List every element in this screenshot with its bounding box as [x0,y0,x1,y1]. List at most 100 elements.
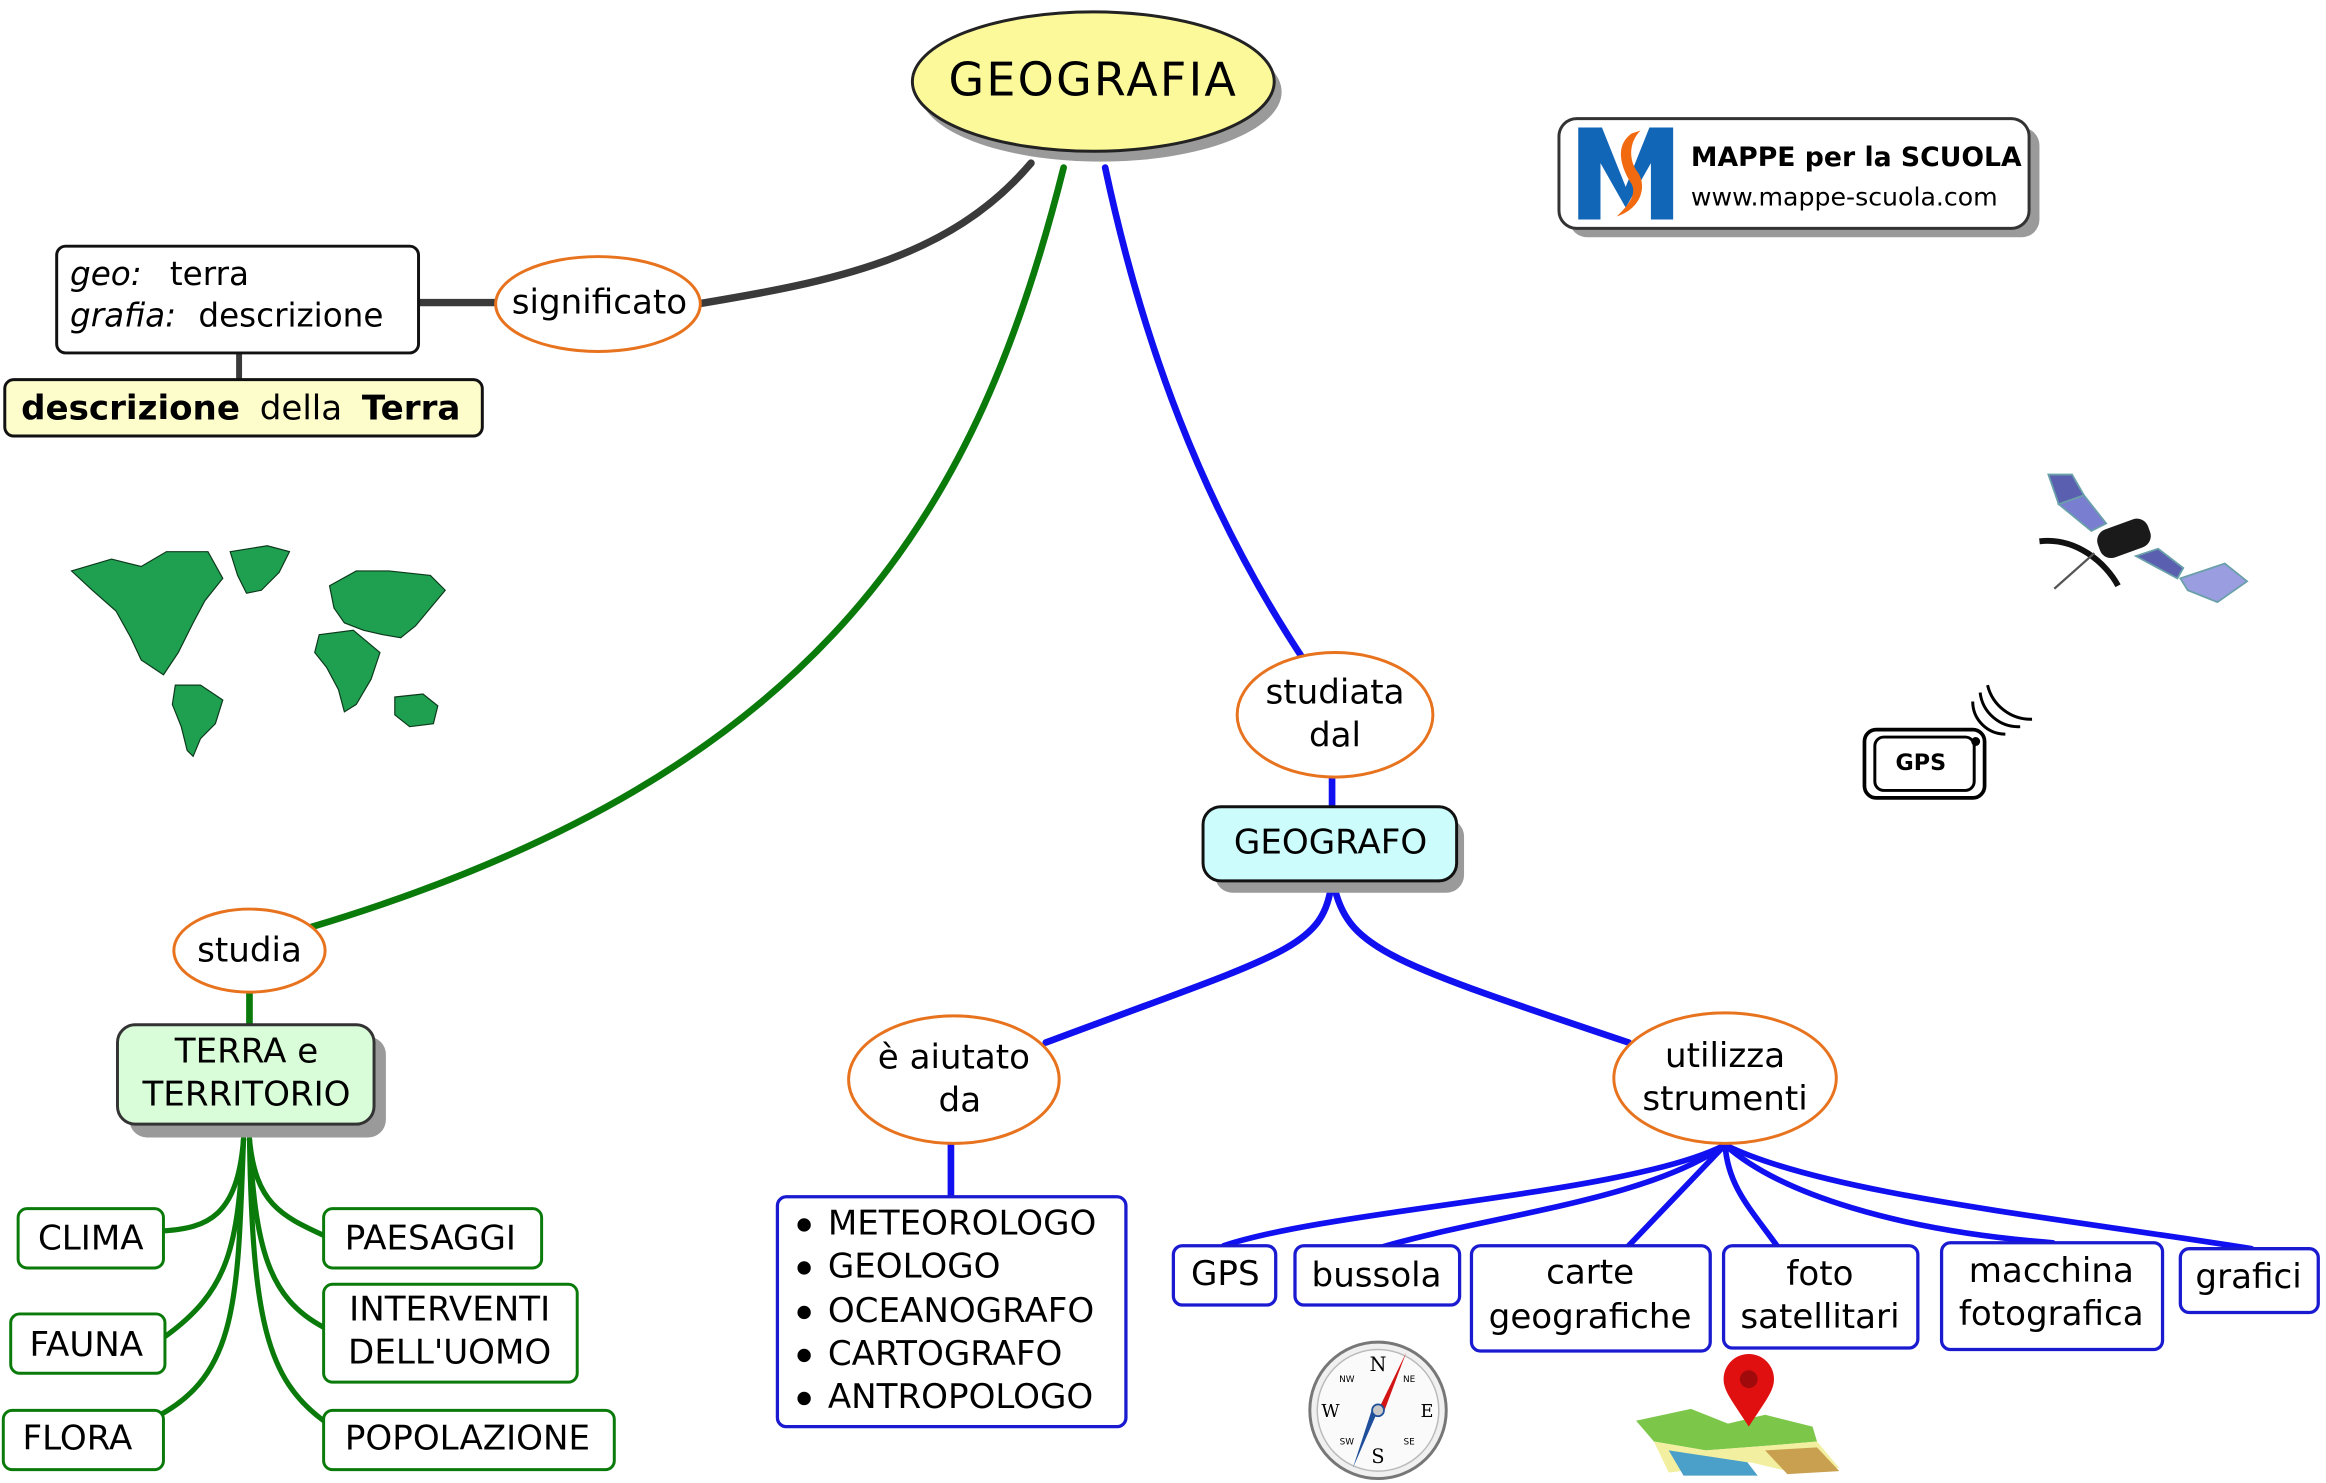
tool-grafici[interactable]: grafici [2178,1247,2320,1315]
gps-device-label: GPS [1896,750,1947,776]
child-paesaggi[interactable]: PAESAGGI [322,1207,544,1270]
definition-value-geo: terra [170,255,249,293]
link-utilizza-strumenti[interactable]: utilizza strumenti [1612,1011,1838,1145]
logo-badge[interactable]: MAPPE per la SCUOLA www.mappe-scuola.com [1557,117,2040,238]
connector-terra-flora [146,1136,247,1424]
result-bold-terra: Terra [362,388,461,428]
tool-carte-line1: carte [1546,1252,1634,1292]
node-geografo[interactable]: GEOGRAFO [1201,805,1465,893]
compass-n: N [1370,1353,1387,1376]
child-popolazione[interactable]: POPOLAZIONE [322,1408,616,1472]
link-studiata-line1: studiata [1266,673,1405,713]
connector-tools-grafici [1722,1142,2255,1252]
helper-item-label: METEOROLOGO [828,1203,1097,1243]
link-significato-label: significato [512,283,687,323]
compass-w: W [1321,1401,1340,1422]
compass-se: SE [1404,1437,1416,1447]
root-label: GEOGRAFIA [949,53,1238,107]
helpers-list[interactable]: METEOROLOGO GEOLOGO OCEANOGRAFO CARTOGRA… [775,1195,1128,1429]
result-normal-della: della [260,388,342,428]
compass-nw: NW [1339,1375,1355,1385]
helper-item: METEOROLOGO [797,1203,1096,1243]
child-clima[interactable]: CLIMA [16,1207,165,1270]
child-fauna-label: FAUNA [30,1325,144,1365]
connector-terra-paesaggi [246,1136,327,1238]
tool-macchina-line2: fotografica [1959,1294,2144,1334]
connector-tools-carte [1625,1142,1728,1249]
map-pin-icon [1636,1353,1840,1476]
connectors [146,159,2255,1424]
definition-term-grafia: grafia: [70,296,176,334]
link-studiata-line2: dal [1309,716,1361,756]
connector-geografo-aiutato [1042,886,1334,1046]
connector-terra-popolazione [246,1136,327,1424]
link-utilizza-line2: strumenti [1642,1079,1807,1119]
connector-terra-clima [160,1136,247,1234]
child-flora-label: FLORA [23,1418,134,1458]
logo-url[interactable]: www.mappe-scuola.com [1691,183,1998,212]
result-box[interactable]: descrizione della Terra [3,378,484,438]
tool-macchina-line1: macchina [1969,1251,2134,1291]
tool-gps[interactable]: GPS [1171,1244,1278,1307]
tool-bussola-label: bussola [1312,1255,1442,1295]
child-clima-label: CLIMA [38,1218,144,1258]
link-utilizza-line1: utilizza [1665,1036,1785,1076]
child-interventi[interactable]: INTERVENTI DELL'UOMO [322,1282,579,1384]
root-node[interactable]: GEOGRAFIA [910,10,1282,162]
compass-ne: NE [1403,1375,1416,1385]
world-map-icon [70,545,447,758]
tool-foto-line2: satellitari [1740,1297,1899,1337]
connector-tools-gps [1220,1142,1728,1249]
link-studia-label: studia [197,931,302,971]
logo-m-icon [1578,127,1674,220]
connector-root-significato [693,159,1035,308]
helper-item-label: ANTROPOLOGO [828,1377,1093,1417]
logo-title: MAPPE per la SCUOLA [1691,142,2022,173]
connector-tools-macchina [1722,1142,2056,1246]
link-aiutato-da[interactable]: è aiutato da [847,1014,1061,1145]
tool-grafici-label: grafici [2195,1257,2301,1297]
helper-item: ANTROPOLOGO [797,1377,1093,1417]
connector-root-studia [308,164,1067,931]
link-studia[interactable]: studia [172,907,327,994]
tool-foto-line1: foto [1786,1254,1853,1294]
link-aiutato-line2: da [939,1080,982,1120]
tool-foto-satellitari[interactable]: foto satellitari [1721,1244,1920,1350]
node-geografo-label: GEOGRAFO [1234,822,1427,862]
child-interventi-line2: DELL'UOMO [348,1332,551,1372]
node-terra-territorio[interactable]: TERRA e TERRITORIO [116,1023,386,1138]
definition-box[interactable]: geo: terra grafia: descrizione [55,244,421,355]
gps-device-icon: GPS [1862,684,2033,800]
connector-root-studiata [1101,164,1305,659]
connector-geografo-utilizza [1331,886,1632,1046]
compass-sw: SW [1340,1437,1355,1447]
definition-value-grafia: descrizione [198,296,383,334]
link-studiata-dal[interactable]: studiata dal [1235,651,1435,779]
result-bold-descrizione: descrizione [21,388,240,428]
connector-tools-bussola [1373,1142,1728,1252]
link-significato[interactable]: significato [494,255,702,353]
svg-text:descrizione della: descrizione della Terra [21,388,460,428]
child-paesaggi-label: PAESAGGI [345,1218,516,1258]
child-flora[interactable]: FLORA [1,1408,165,1472]
child-fauna[interactable]: FAUNA [9,1312,167,1375]
definition-term-geo: geo: [70,255,142,293]
svg-text:geo: terra: geo: terra [70,255,249,293]
compass-icon: N S E W NE NW SE SW [1308,1340,1448,1481]
node-terra-line2: TERRITORIO [141,1074,350,1114]
tool-bussola[interactable]: bussola [1293,1244,1462,1307]
helper-item-label: CARTOGRAFO [828,1334,1063,1374]
helper-item-label: GEOLOGO [828,1246,1001,1286]
tool-carte-geografiche[interactable]: carte geografiche [1469,1244,1712,1353]
tool-macchina-fotografica[interactable]: macchina fotografica [1939,1241,2165,1352]
helper-item-label: OCEANOGRAFO [828,1291,1094,1331]
child-popolazione-label: POPOLAZIONE [345,1418,590,1458]
child-interventi-line1: INTERVENTI [349,1289,550,1329]
link-aiutato-line1: è aiutato [878,1037,1030,1077]
helper-item: CARTOGRAFO [797,1334,1062,1374]
svg-text:grafia: descrizione: grafia: descrizione [70,296,383,334]
helper-item: OCEANOGRAFO [797,1291,1094,1331]
node-terra-line1: TERRA e [174,1031,319,1071]
compass-s: S [1371,1445,1384,1468]
